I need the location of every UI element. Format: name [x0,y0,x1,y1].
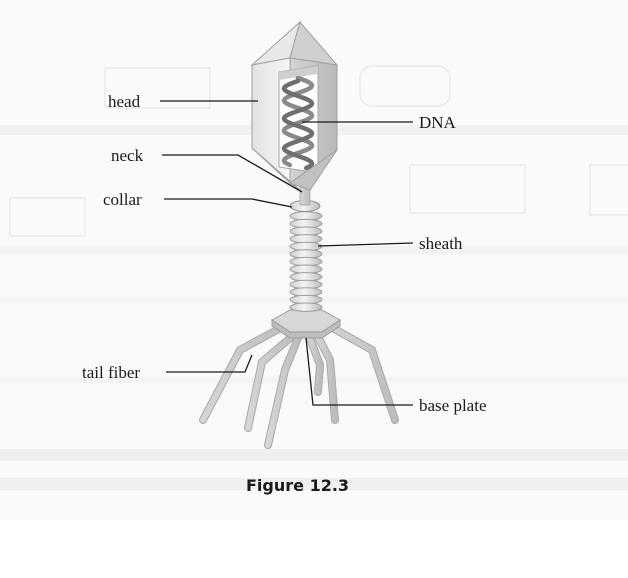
label-base-plate: base plate [419,396,487,415]
label-head: head [108,92,141,111]
label-collar: collar [103,190,142,209]
label-sheath: sheath [419,234,463,253]
label-dna: DNA [419,113,457,132]
leader-sheath [317,242,414,247]
figure-caption: Figure 12.3 [246,476,349,495]
label-tail-fiber: tail fiber [82,363,140,382]
leader-base-plate [305,337,413,406]
bacteriophage [199,20,399,449]
sheath-ring [289,302,323,312]
base-plate [271,309,341,339]
leader-tail-fiber [166,354,253,373]
tail-fibers [199,318,399,449]
leader-lines [160,100,414,406]
label-neck: neck [111,146,144,165]
labels: head neck collar tail fiber DNA sheath b… [82,92,487,415]
leader-collar [164,198,293,208]
tail-sheath [289,211,323,312]
leader-neck [162,154,303,193]
